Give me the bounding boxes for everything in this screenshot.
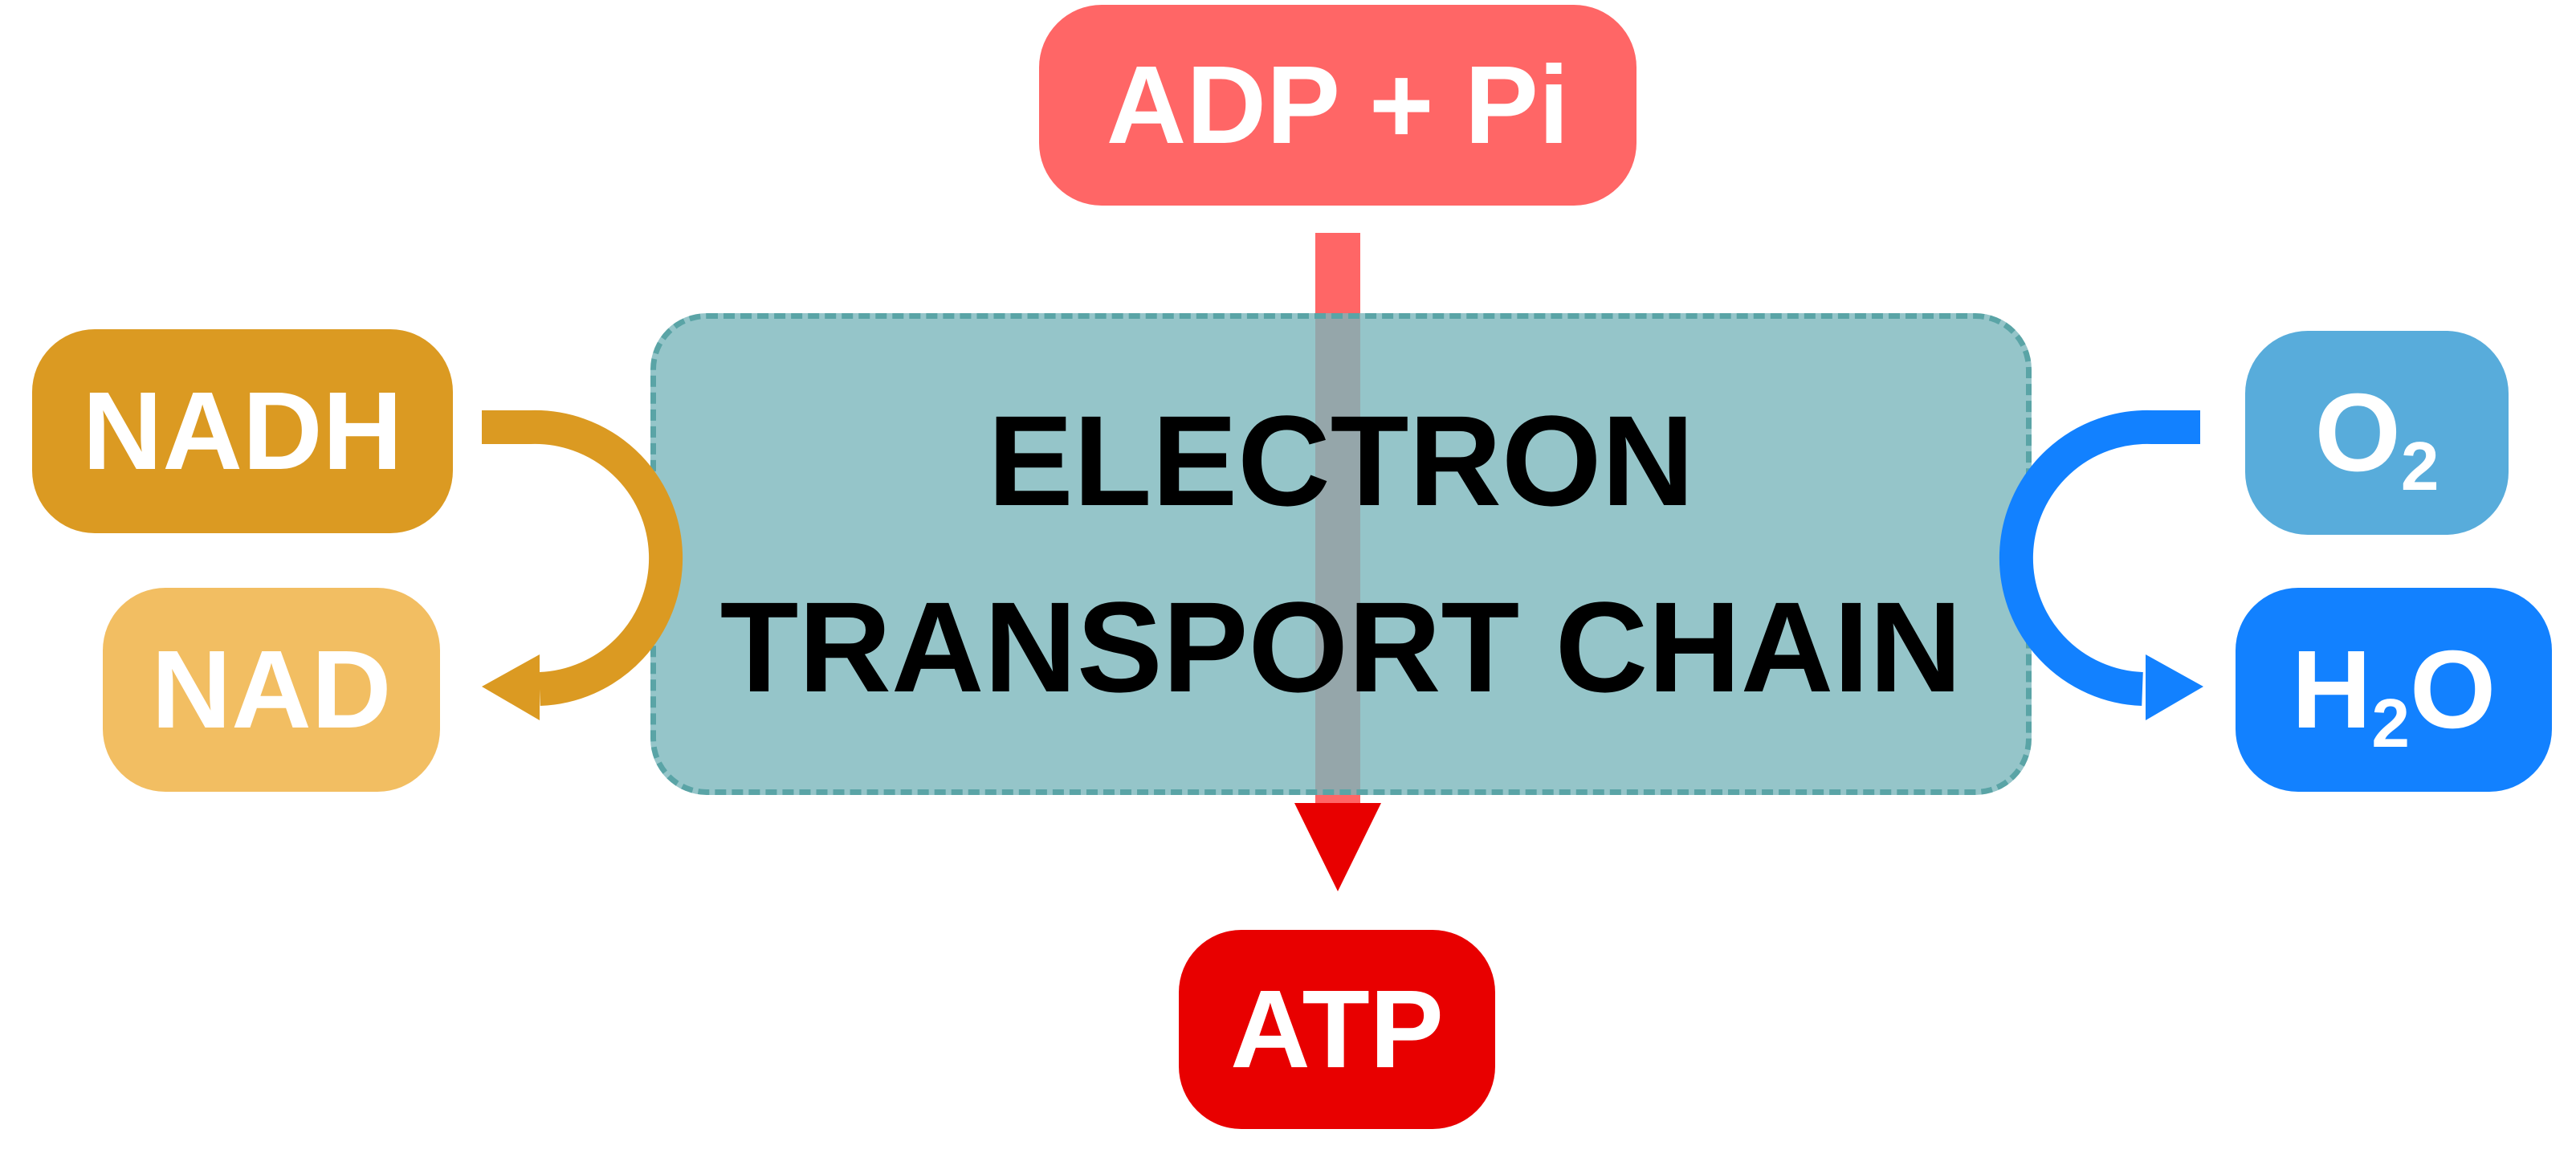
atp-label: ATP	[1230, 967, 1444, 1091]
nadh-curved-arrow-icon	[482, 410, 683, 720]
nadh-node: NADH	[32, 329, 453, 533]
atp-node: ATP	[1179, 930, 1495, 1129]
o2-subscript: 2	[2400, 428, 2439, 505]
center-title-line1: ELECTRON	[988, 389, 1694, 532]
h2o-main: H	[2291, 627, 2372, 752]
nadh-label: NADH	[82, 369, 403, 493]
adp-pi-label: ADP + Pi	[1106, 43, 1570, 167]
adp-pi-node: ADP + Pi	[1039, 5, 1636, 206]
center-title-line2: TRANSPORT CHAIN	[719, 575, 1963, 719]
nad-label: NAD	[151, 627, 392, 752]
oxygen-curved-arrow-icon	[1999, 410, 2203, 720]
electron-transport-chain-box: ELECTRON TRANSPORT CHAIN	[650, 313, 2032, 795]
o2-node: O2	[2245, 331, 2509, 535]
h2o-subscript: 2	[2371, 685, 2410, 762]
nad-node: NAD	[103, 588, 440, 792]
h2o-label: H2O	[2291, 626, 2497, 758]
o2-label: O2	[2314, 369, 2439, 501]
h2o-tail: O	[2409, 627, 2497, 752]
h2o-node: H2O	[2236, 588, 2552, 792]
o2-main: O	[2314, 370, 2401, 495]
